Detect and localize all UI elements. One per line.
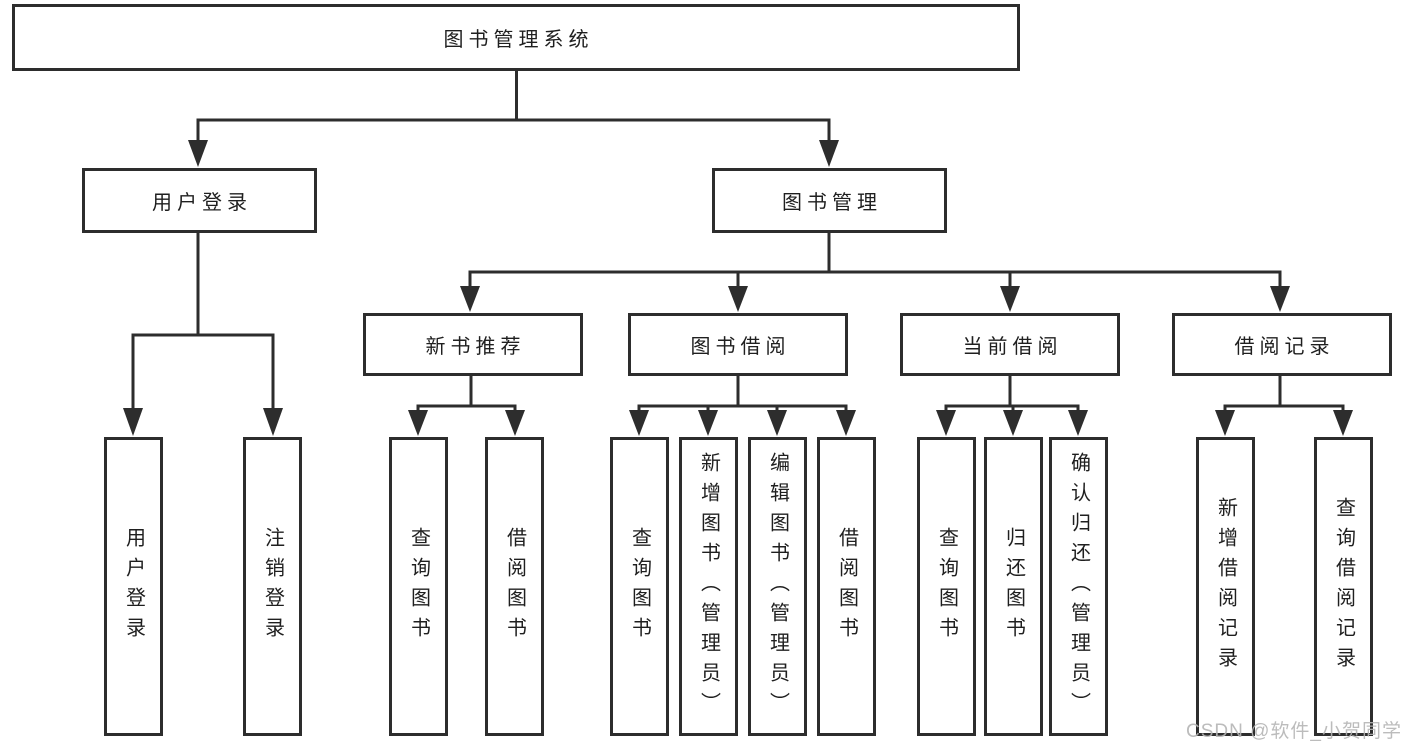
leaf-borrow-books-label: 借阅图书 (835, 526, 858, 647)
node-book-management-label: 图书管理 (782, 192, 882, 214)
leaf-query-books-newrec-label: 查询图书 (407, 526, 430, 647)
leaf-query-books-borrow: 查询图书 (610, 437, 669, 736)
leaf-return-books: 归还图书 (984, 437, 1043, 736)
leaf-logout: 注销登录 (243, 437, 302, 736)
leaf-confirm-return-admin-label: 确认归还（管理员） (1067, 451, 1090, 722)
leaf-user-login: 用户登录 (104, 437, 163, 736)
node-current-borrowing: 当前借阅 (900, 313, 1120, 376)
leaf-borrow-books-newrec: 借阅图书 (485, 437, 544, 736)
node-new-book-recommend-label: 新书推荐 (425, 336, 526, 358)
leaf-query-books-current-label: 查询图书 (935, 526, 958, 647)
leaf-query-books-borrow-label: 查询图书 (628, 526, 651, 647)
leaf-add-borrow-record-label: 新增借阅记录 (1214, 496, 1237, 677)
node-current-borrowing-label: 当前借阅 (962, 336, 1063, 358)
leaf-add-books-admin-label: 新增图书（管理员） (697, 451, 720, 722)
leaf-add-books-admin: 新增图书（管理员） (679, 437, 738, 736)
leaf-query-books-newrec: 查询图书 (389, 437, 448, 736)
leaf-query-books-current: 查询图书 (917, 437, 976, 736)
node-borrow-records: 借阅记录 (1172, 313, 1392, 376)
leaf-user-login-label: 用户登录 (122, 526, 145, 647)
node-new-book-recommend: 新书推荐 (363, 313, 583, 376)
node-borrow-records-label: 借阅记录 (1234, 336, 1335, 358)
leaf-edit-books-admin-label: 编辑图书（管理员） (766, 451, 789, 722)
leaf-confirm-return-admin: 确认归还（管理员） (1049, 437, 1108, 736)
leaf-borrow-books-newrec-label: 借阅图书 (503, 526, 526, 647)
node-book-borrowing-label: 图书借阅 (690, 336, 791, 358)
node-book-borrowing: 图书借阅 (628, 313, 848, 376)
node-root-label: 图书管理系统 (443, 29, 594, 51)
leaf-borrow-books: 借阅图书 (817, 437, 876, 736)
leaf-edit-books-admin: 编辑图书（管理员） (748, 437, 807, 736)
node-book-management: 图书管理 (712, 168, 947, 233)
csdn-watermark: CSDN @软件_小贺同学 (1186, 721, 1402, 742)
leaf-query-borrow-record: 查询借阅记录 (1314, 437, 1373, 736)
leaf-logout-label: 注销登录 (261, 526, 284, 647)
leaf-query-borrow-record-label: 查询借阅记录 (1332, 496, 1355, 677)
leaf-return-books-label: 归还图书 (1002, 526, 1025, 647)
node-user-login: 用户登录 (82, 168, 317, 233)
node-root: 图书管理系统 (12, 4, 1020, 71)
leaf-add-borrow-record: 新增借阅记录 (1196, 437, 1255, 736)
node-user-login-label: 用户登录 (152, 192, 252, 214)
